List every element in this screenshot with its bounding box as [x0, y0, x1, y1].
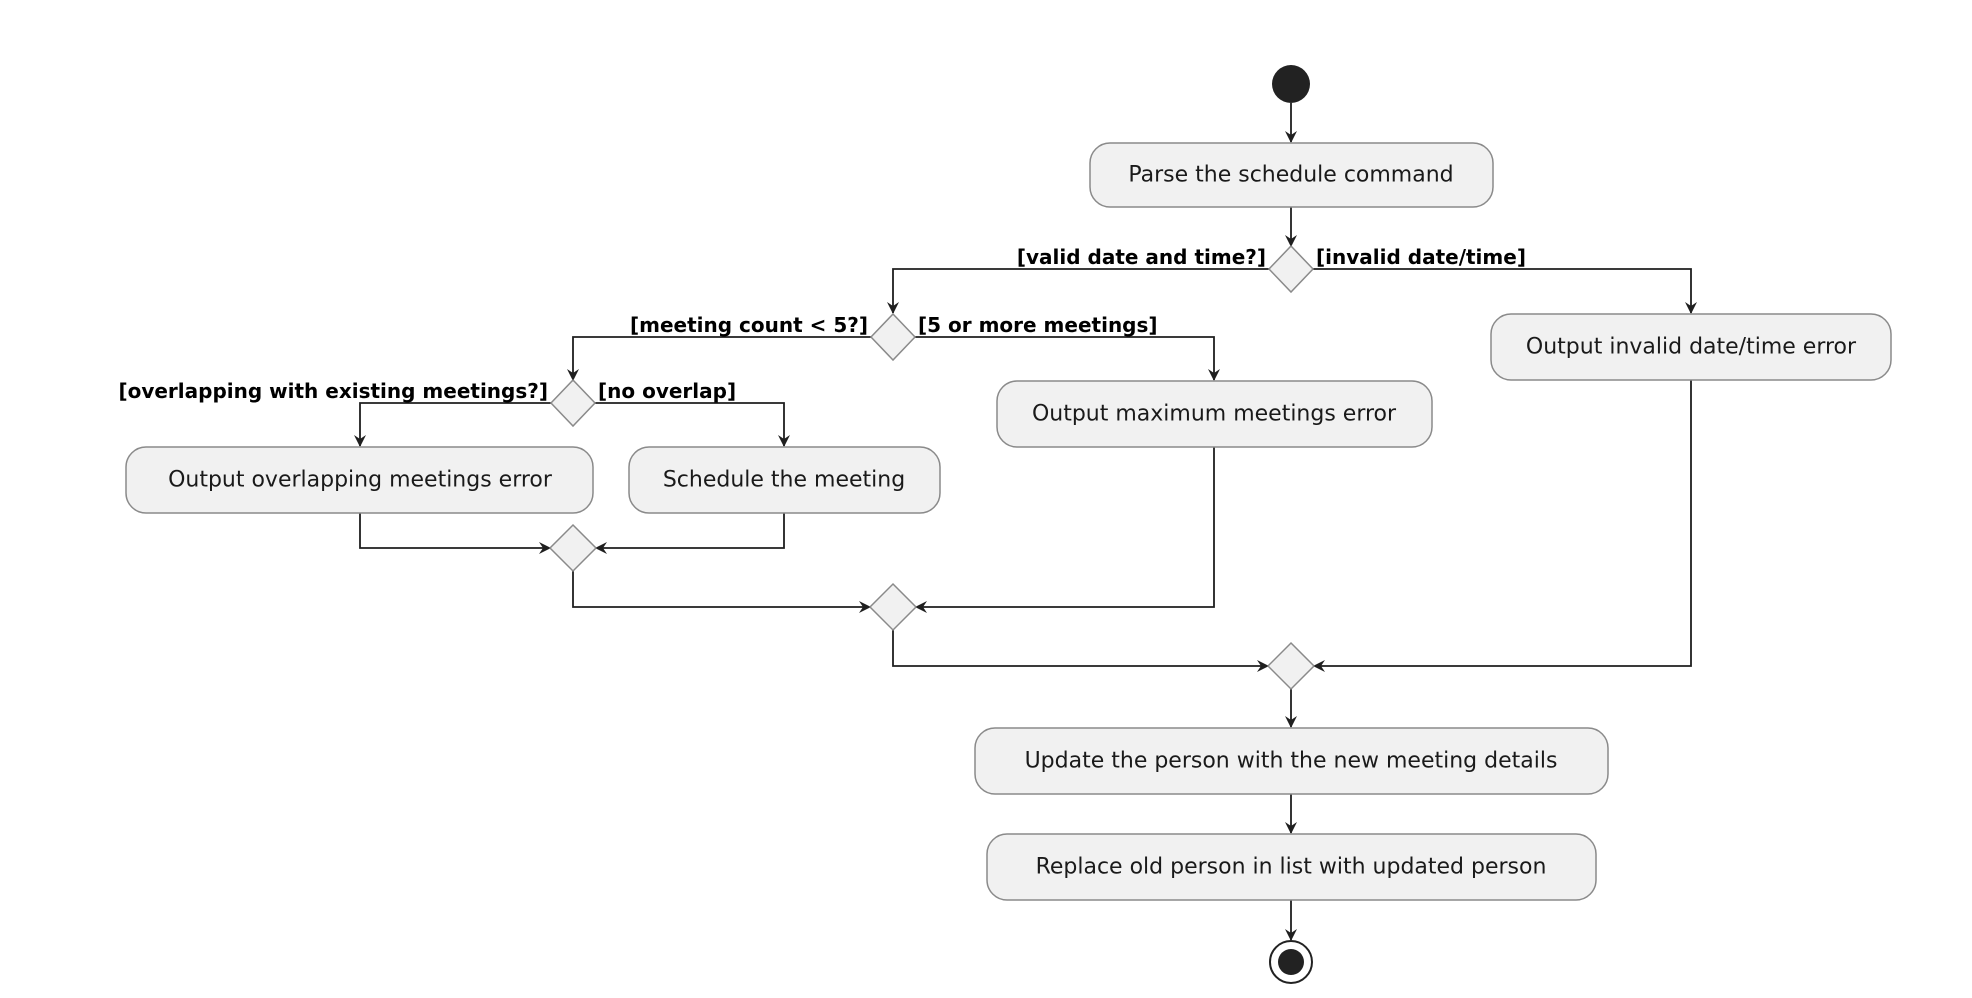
activity-update: Update the person with the new meeting d…: [974, 727, 1609, 795]
guard-meeting-count: [meeting count < 5?]: [630, 313, 868, 337]
edge-m2-to-m3: [892, 630, 1269, 672]
activity-update-label: Update the person with the new meeting d…: [1025, 749, 1558, 774]
decision-overlap: [549, 378, 597, 428]
decision-meeting-count: [869, 312, 917, 362]
guard-invalid-date-time: [invalid date/time]: [1316, 245, 1526, 269]
edge-d3-overlap: [354, 402, 551, 447]
edge-d2-five: [915, 336, 1220, 381]
edge-d2-count: [567, 336, 871, 381]
activity-schedule: Schedule the meeting: [628, 446, 941, 514]
edges: [354, 103, 1697, 941]
activity-invalid-error: Output invalid date/time error: [1490, 313, 1892, 381]
end-node: [1269, 940, 1313, 984]
activity-replace-label: Replace old person in list with updated …: [1036, 855, 1547, 880]
activity-schedule-label: Schedule the meeting: [663, 468, 905, 493]
activity-max-error: Output maximum meetings error: [996, 380, 1433, 448]
guard-five-or-more: [5 or more meetings]: [918, 313, 1158, 337]
activity-invalid-error-label: Output invalid date/time error: [1526, 335, 1857, 360]
edge-d3-no-overlap: [595, 402, 790, 447]
edge-d1-valid: [887, 268, 1269, 314]
edge-schedule-to-m1: [595, 513, 785, 554]
guard-no-overlap: [no overlap]: [598, 379, 736, 403]
activity-max-error-label: Output maximum meetings error: [1032, 402, 1397, 427]
activity-overlap-error-label: Output overlapping meetings error: [168, 468, 553, 493]
decision-valid-date: [1267, 244, 1315, 294]
merge-date: [1266, 641, 1316, 691]
edge-overlap-to-m1: [359, 513, 551, 554]
merge-meetings: [868, 582, 918, 632]
activity-parse-label: Parse the schedule command: [1128, 163, 1453, 188]
activity-overlap-error: Output overlapping meetings error: [125, 446, 594, 514]
guard-overlapping: [overlapping with existing meetings?]: [118, 379, 548, 403]
decisions: [548, 244, 1316, 691]
edge-d1-invalid: [1313, 268, 1697, 314]
merge-overlap: [548, 523, 598, 573]
edge-m1-to-m2: [572, 571, 871, 613]
activity-parse: Parse the schedule command: [1089, 142, 1494, 208]
edge-invalid-to-m3: [1313, 380, 1692, 672]
guard-labels: [valid date and time?] [invalid date/tim…: [118, 245, 1526, 403]
activity-replace: Replace old person in list with updated …: [986, 833, 1597, 901]
guard-valid-date-time: [valid date and time?]: [1017, 245, 1266, 269]
start-node: [1272, 65, 1310, 103]
edge-max-to-m2: [915, 447, 1215, 613]
